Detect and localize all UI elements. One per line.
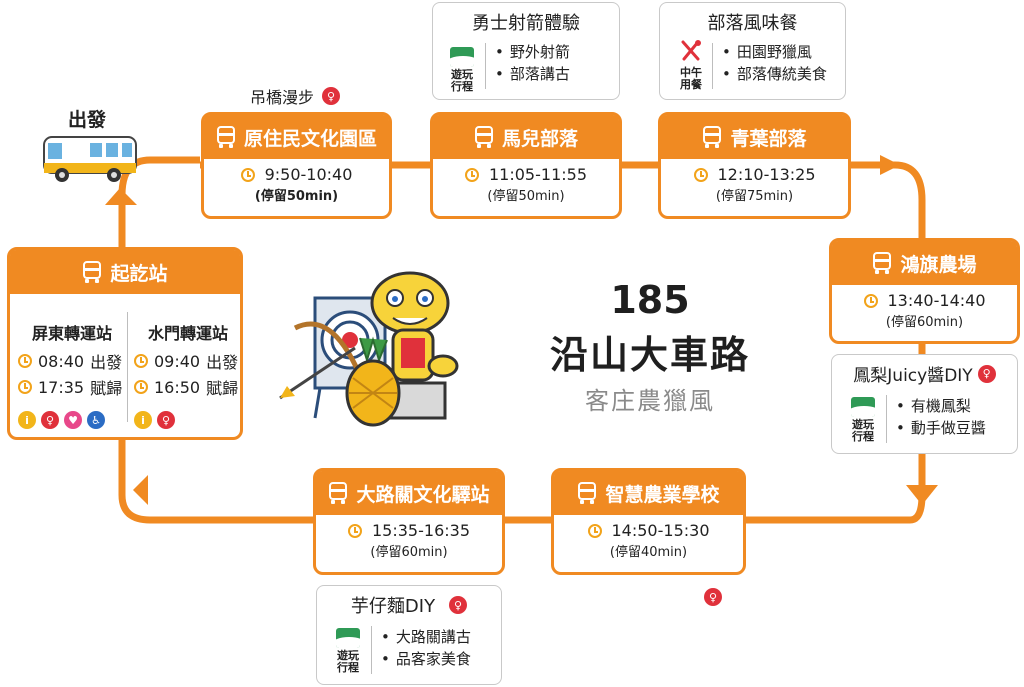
stop-name: 智慧農業學校	[605, 483, 720, 506]
bridge-walk-label-group: 吊橋漫步 ♀	[250, 84, 341, 108]
restroom-icon: ♀	[322, 87, 341, 105]
stop-stay: (停留60min)	[370, 545, 448, 560]
bus-icon	[577, 482, 597, 504]
map-icon	[851, 397, 875, 417]
stop-time: 14:50-15:30	[611, 521, 710, 540]
activity-tribal-meal: 部落風味餐 中午 用餐 田園野獵風 部落傳統美食	[659, 2, 846, 100]
stop-name: 馬兒部落	[501, 127, 578, 150]
stop-stay: (停留40min)	[609, 545, 688, 560]
stop-name: 原住民文化園區	[243, 127, 377, 150]
route-number: 185	[610, 278, 690, 322]
bridge-walk-label: 吊橋漫步	[250, 88, 315, 107]
clock-icon	[134, 354, 148, 368]
bus-illustration-icon	[43, 136, 137, 182]
activity-title: 部落風味餐	[707, 13, 798, 34]
start-station-title: 起訖站	[110, 262, 168, 285]
stop-name: 青葉部落	[730, 127, 807, 150]
bus-icon	[328, 482, 348, 504]
depart-label: 出發	[68, 109, 107, 131]
accessible-icon: ♿	[87, 411, 105, 429]
activity-tag: 遊玩 行程	[331, 628, 365, 674]
tourist-info-icon: i	[134, 411, 152, 429]
activity-title-row: 芋仔麵DIY ♀	[317, 592, 501, 618]
activity-item: 有機鳳梨	[896, 395, 986, 417]
map-icon	[336, 628, 360, 648]
restroom-icon: ♀	[41, 411, 59, 429]
depart-group: 出發	[40, 105, 150, 185]
activity-title: 芋仔麵DIY	[350, 596, 436, 617]
clock-icon	[863, 293, 878, 308]
stop-time: 9:50-10:40	[264, 165, 353, 184]
stop-card-qingye-tribe: 青葉部落 12:10-13:25 (停留75min)	[658, 112, 851, 219]
stop-stay: (停留50min)	[254, 189, 339, 204]
activity-item: 野外射箭	[495, 41, 570, 63]
utensils-icon	[681, 40, 701, 61]
activity-item: 田園野獵風	[722, 41, 827, 63]
stop-name: 大路關文化驛站	[356, 483, 490, 506]
stop-time: 13:40-14:40	[887, 291, 986, 310]
clock-icon	[134, 380, 148, 394]
route-arrow-icon	[880, 155, 900, 175]
stop-stay: (停留75min)	[715, 189, 794, 204]
route-subtitle: 客庄農獵風	[585, 387, 715, 415]
nursing-room-icon: ♥	[64, 411, 82, 429]
activity-taro-noodle: 芋仔麵DIY ♀ 遊玩 行程 大路關講古 品客家美食	[316, 585, 502, 685]
activity-item: 部落講古	[495, 63, 570, 85]
restroom-icon: ♀	[704, 588, 722, 606]
station-name: 屏東轉運站	[31, 324, 112, 343]
mascot-illustration-icon	[279, 271, 459, 427]
activity-title: 勇士射箭體驗	[472, 13, 580, 34]
stop-card-smart-agri-school: 智慧農業學校 14:50-15:30 (停留40min)	[551, 468, 746, 575]
clock-icon	[693, 167, 708, 182]
bus-icon	[702, 126, 722, 148]
bus-icon	[474, 126, 494, 148]
activity-item: 動手做豆醬	[896, 417, 986, 439]
restroom-icon: ♀	[449, 596, 468, 614]
activity-archery: 勇士射箭體驗 遊玩 行程 野外射箭 部落講古	[432, 2, 620, 100]
stop-card-hongqi-farm: 鴻旗農場 13:40-14:40 (停留60min)	[829, 238, 1020, 344]
activity-item: 大路關講古	[381, 626, 471, 648]
tourist-info-icon: i	[18, 411, 36, 429]
station-name: 水門轉運站	[147, 324, 228, 343]
route-name: 沿山大車路	[549, 333, 750, 377]
bus-icon	[82, 261, 102, 283]
clock-icon	[240, 167, 255, 182]
stop-time: 15:35-16:35	[372, 521, 470, 540]
activity-tag: 遊玩 行程	[445, 47, 479, 93]
restroom-icon: ♀	[977, 364, 996, 383]
clock-icon	[18, 354, 32, 368]
bus-icon	[872, 252, 892, 274]
activity-title-row: 鳳梨Juicy醬DIY ♀	[832, 361, 1017, 386]
stop-card-maer-tribe: 馬兒部落 11:05-11:55 (停留50min)	[430, 112, 622, 219]
activity-tag: 遊玩 行程	[846, 397, 880, 443]
activity-item: 部落傳統美食	[722, 63, 827, 85]
stop-name: 鴻旗農場	[900, 253, 977, 276]
clock-icon	[587, 523, 602, 538]
start-station-header: 起訖站	[10, 250, 240, 294]
activity-title: 鳳梨Juicy醬DIY	[853, 366, 973, 386]
route-arrow-icon	[906, 485, 938, 505]
restroom-icon: ♀	[157, 411, 175, 429]
activity-tag: 中午 用餐	[674, 39, 708, 91]
route-arrow-icon	[105, 188, 137, 205]
bus-icon	[216, 126, 236, 148]
activity-pineapple-jam: 鳳梨Juicy醬DIY ♀ 遊玩 行程 有機鳳梨 動手做豆醬	[831, 354, 1018, 454]
activity-item: 品客家美食	[381, 648, 471, 670]
stop-stay: (停留50min)	[487, 189, 565, 204]
stop-stay: (停留60min)	[885, 315, 964, 330]
route-arrow-icon	[133, 475, 148, 505]
stop-time: 12:10-13:25	[717, 165, 816, 184]
route-title-block: 185 沿山大車路 客庄農獵風	[520, 278, 780, 416]
clock-icon	[18, 380, 32, 394]
clock-icon	[348, 523, 362, 538]
stop-card-daluguan-station: 大路關文化驛站 15:35-16:35 (停留60min)	[313, 468, 505, 575]
stop-card-aboriginal-park: 原住民文化園區 9:50-10:40 (停留50min)	[201, 112, 392, 219]
stop-time: 11:05-11:55	[489, 165, 587, 184]
clock-icon	[465, 167, 479, 182]
map-icon	[450, 47, 474, 67]
